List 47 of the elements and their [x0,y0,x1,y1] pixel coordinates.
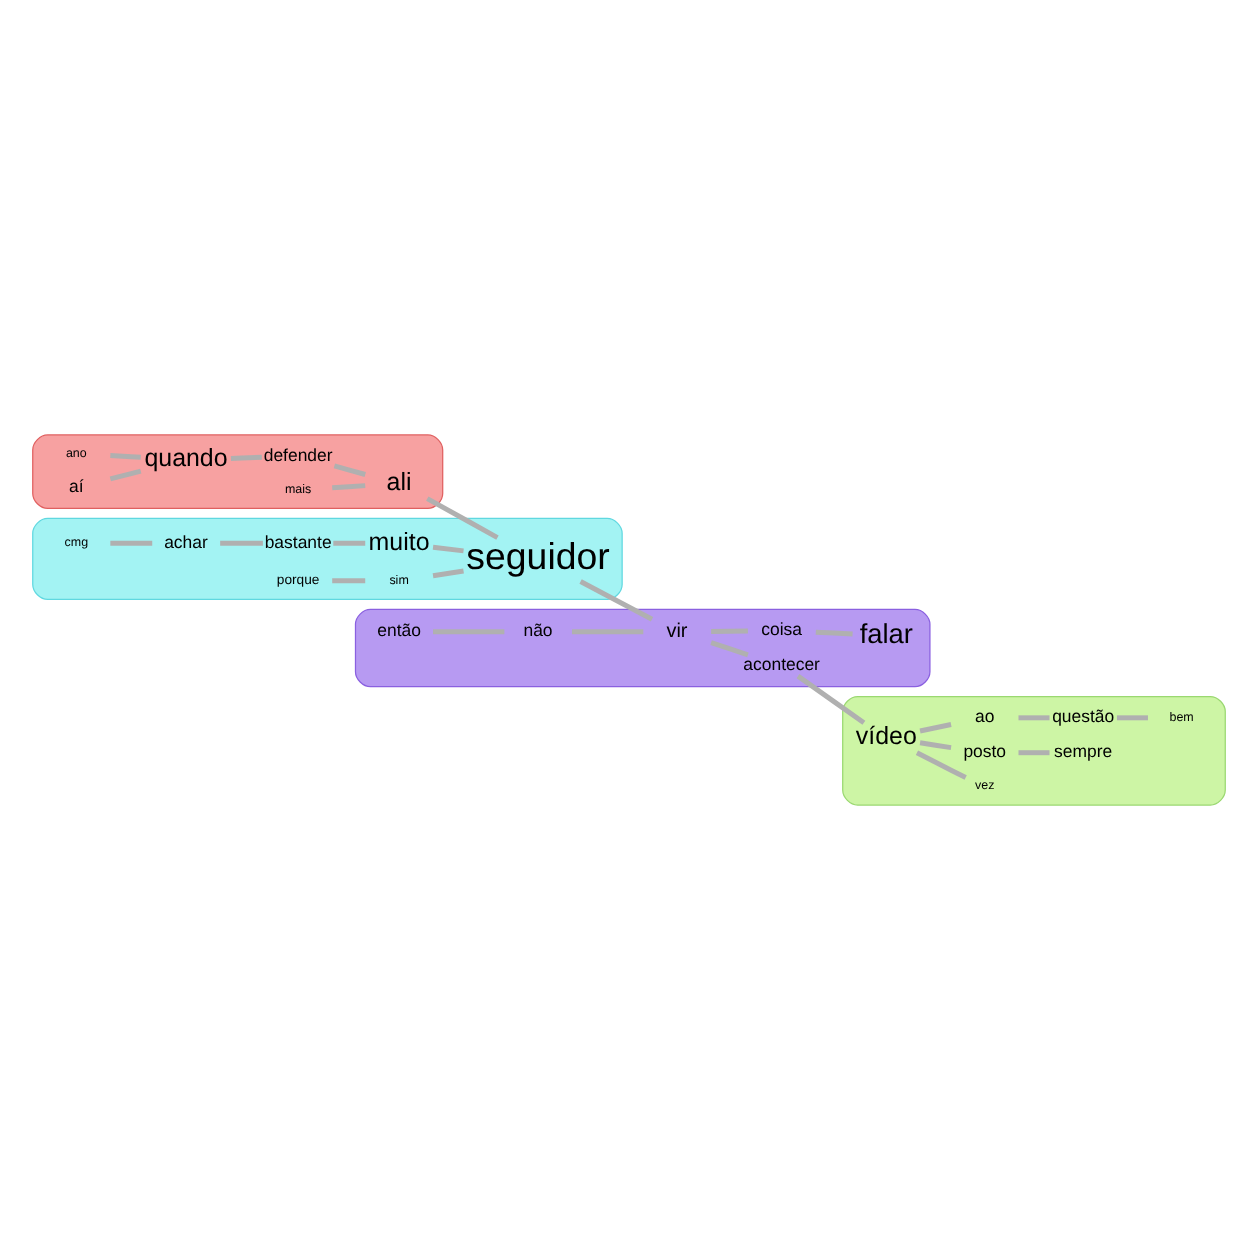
node-text: questão [1052,705,1115,726]
node-text: seguidor [466,533,610,576]
node-text: então [377,619,421,640]
connector [230,453,262,460]
connector [710,639,749,657]
node-text: coisa [761,618,803,639]
connector [815,628,853,636]
node-text: defender [263,443,333,464]
node-text: achar [164,530,208,551]
connector [711,627,748,633]
connector [110,539,153,545]
node-text: posto [963,740,1007,761]
node-text: falar [859,617,913,648]
connector [333,462,366,476]
connector [1018,714,1050,720]
cluster [32,516,623,600]
connector [571,628,644,634]
node-text: bastante [264,530,332,551]
connector [919,721,952,733]
node-text: vídeo [855,720,917,749]
node-text: sempre [1054,740,1113,761]
connector [1018,749,1050,755]
connector [109,467,142,481]
node-text: aí [69,474,84,495]
cluster [842,695,1226,805]
node-text: acontecer [743,653,820,674]
connector [432,567,464,578]
connector [110,452,141,459]
connector [919,739,952,750]
node-text: ao [975,705,995,726]
connector [915,749,967,779]
connector [220,539,263,545]
connector [432,543,464,553]
connector [1116,714,1148,720]
cluster [354,607,931,687]
node-text: não [523,619,553,640]
connector [332,482,366,490]
node-text: muito [368,526,430,555]
node-text: quando [144,443,228,472]
connector [332,577,366,583]
connector [426,495,499,539]
connector [579,578,654,621]
cluster [32,433,444,509]
connector [333,539,366,545]
connector [433,628,505,634]
node-text: vir [666,619,688,642]
node-text: ali [386,466,412,495]
